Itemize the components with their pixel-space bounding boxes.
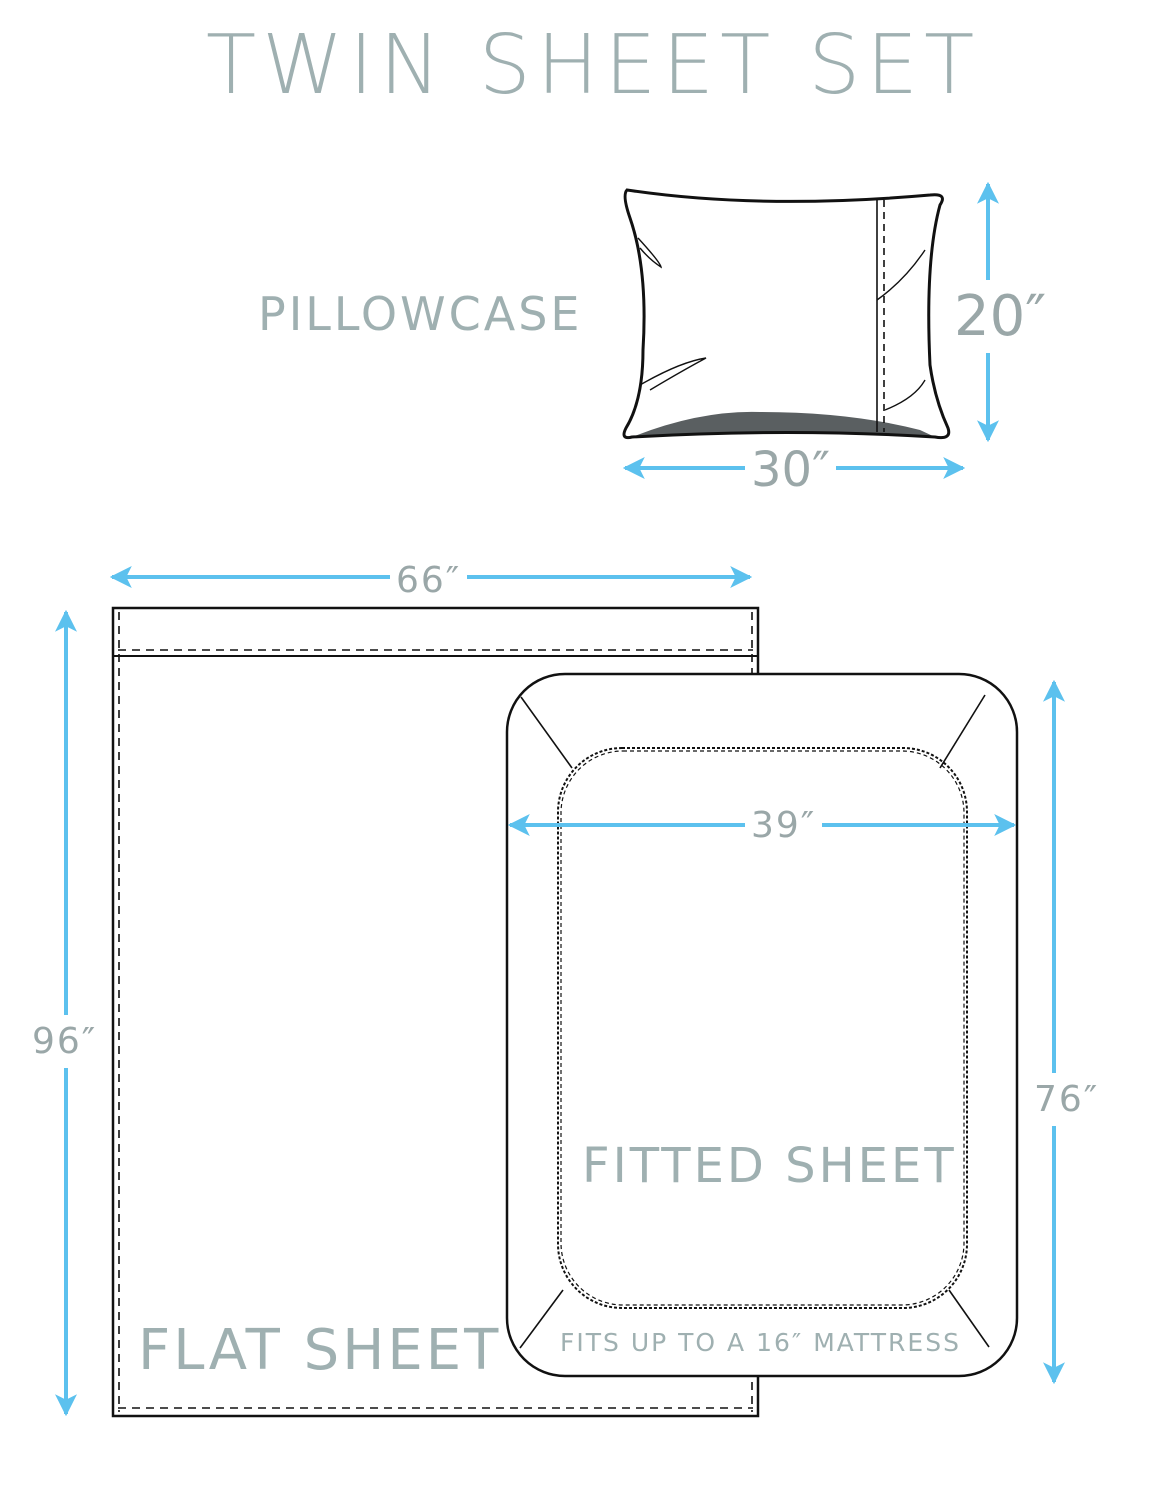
pillowcase-fold-2 — [639, 357, 707, 391]
fitted-sheet-illustration — [505, 672, 1019, 1378]
pillowcase-fold-1 — [637, 237, 663, 269]
pillowcase-label: PILLOWCASE — [258, 287, 583, 341]
fitted-sheet-note: FITS UP TO A 16″ MATTRESS — [560, 1328, 961, 1357]
flat-sheet-length-value: 96″ — [28, 1015, 102, 1068]
pillowcase-height-value: 20″ — [950, 280, 1051, 353]
pillowcase-illustration — [622, 188, 951, 440]
pillowcase-width-value: 30″ — [745, 442, 837, 498]
pillowcase-outline — [622, 188, 951, 440]
pillowcase-shadow — [632, 411, 935, 437]
fitted-sheet-length-value: 76″ — [1030, 1073, 1104, 1126]
pillowcase-fold-4 — [884, 379, 926, 411]
flat-sheet-label: FLAT SHEET — [138, 1318, 502, 1383]
fitted-sheet-label: FITTED SHEET — [582, 1138, 957, 1194]
fitted-sheet-width-value: 39″ — [745, 805, 823, 846]
pillowcase-fold-3 — [876, 249, 926, 301]
flat-sheet-width-value: 66″ — [390, 560, 468, 601]
fitted-sheet-elastic — [557, 747, 968, 1309]
page-title: TWIN SHEET SET — [206, 18, 981, 113]
